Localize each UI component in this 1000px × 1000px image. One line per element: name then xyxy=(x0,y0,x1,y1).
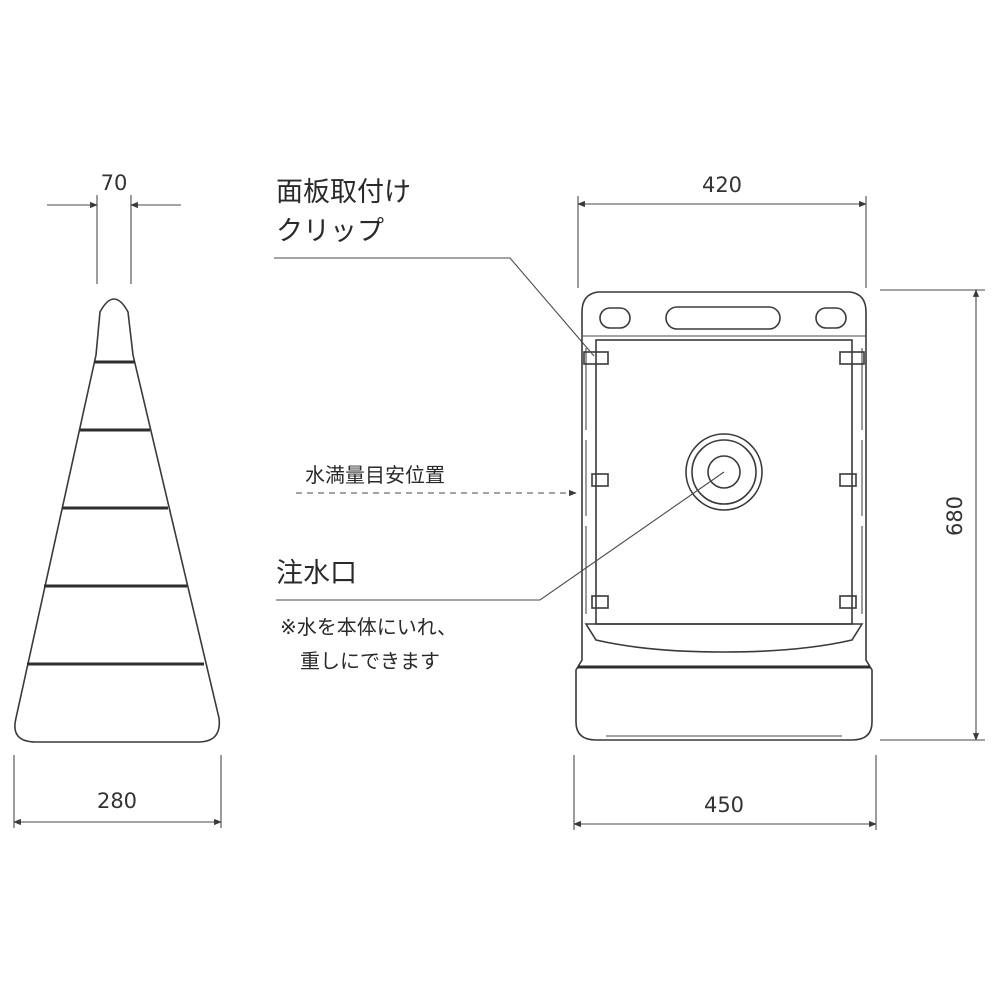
side-view-outline xyxy=(14,298,221,743)
front-height-dimension: 680 xyxy=(880,289,985,741)
handle-slot-center xyxy=(665,306,781,330)
face-panel xyxy=(595,339,853,625)
water-inlet-inner xyxy=(707,455,741,489)
callouts: 面板取付け クリップ 水満量目安位置 注水口 ※水を本体にいれ、 重しにできます xyxy=(274,177,725,673)
side-rails xyxy=(585,348,863,614)
clip-right-top xyxy=(839,351,865,365)
clip-label-line2: クリップ xyxy=(276,216,384,247)
front-height-label: 680 xyxy=(943,496,967,536)
clip-leader-line xyxy=(274,257,595,357)
clip-right-bottom xyxy=(839,595,857,609)
side-bottom-width-label: 280 xyxy=(97,789,137,813)
side-view: 70 280 xyxy=(13,171,222,828)
clip-label-line1: 面板取付け xyxy=(276,177,411,208)
inlet-leader-line xyxy=(276,471,725,601)
side-bottom-dimension: 280 xyxy=(13,755,222,828)
front-bottom-dimension: 450 xyxy=(573,755,877,830)
side-top-dimension: 70 xyxy=(47,171,181,284)
panel-ledge xyxy=(584,623,864,653)
clip-left-top xyxy=(583,351,609,365)
clip-right-mid xyxy=(839,473,857,487)
water-inlet-middle xyxy=(691,439,757,505)
inlet-label: 注水口 xyxy=(276,558,357,589)
front-top-width-label: 420 xyxy=(702,173,742,197)
panel-clips xyxy=(583,351,865,609)
clip-left-bottom xyxy=(591,595,609,609)
side-top-width-label: 70 xyxy=(101,171,128,195)
water-inlet-outer xyxy=(685,433,763,511)
front-view: 420 450 680 xyxy=(573,173,985,830)
water-level-label: 水満量目安位置 xyxy=(305,463,445,487)
note-line2: 重しにできます xyxy=(300,649,440,673)
front-view-outline xyxy=(575,291,873,741)
handle-slot-left xyxy=(599,307,631,329)
handle-slot-right xyxy=(815,307,847,329)
front-top-dimension: 420 xyxy=(577,173,867,288)
note-line1: ※水を本体にいれ、 xyxy=(280,615,457,639)
clip-left-mid xyxy=(591,473,609,487)
front-bottom-width-label: 450 xyxy=(704,793,744,817)
